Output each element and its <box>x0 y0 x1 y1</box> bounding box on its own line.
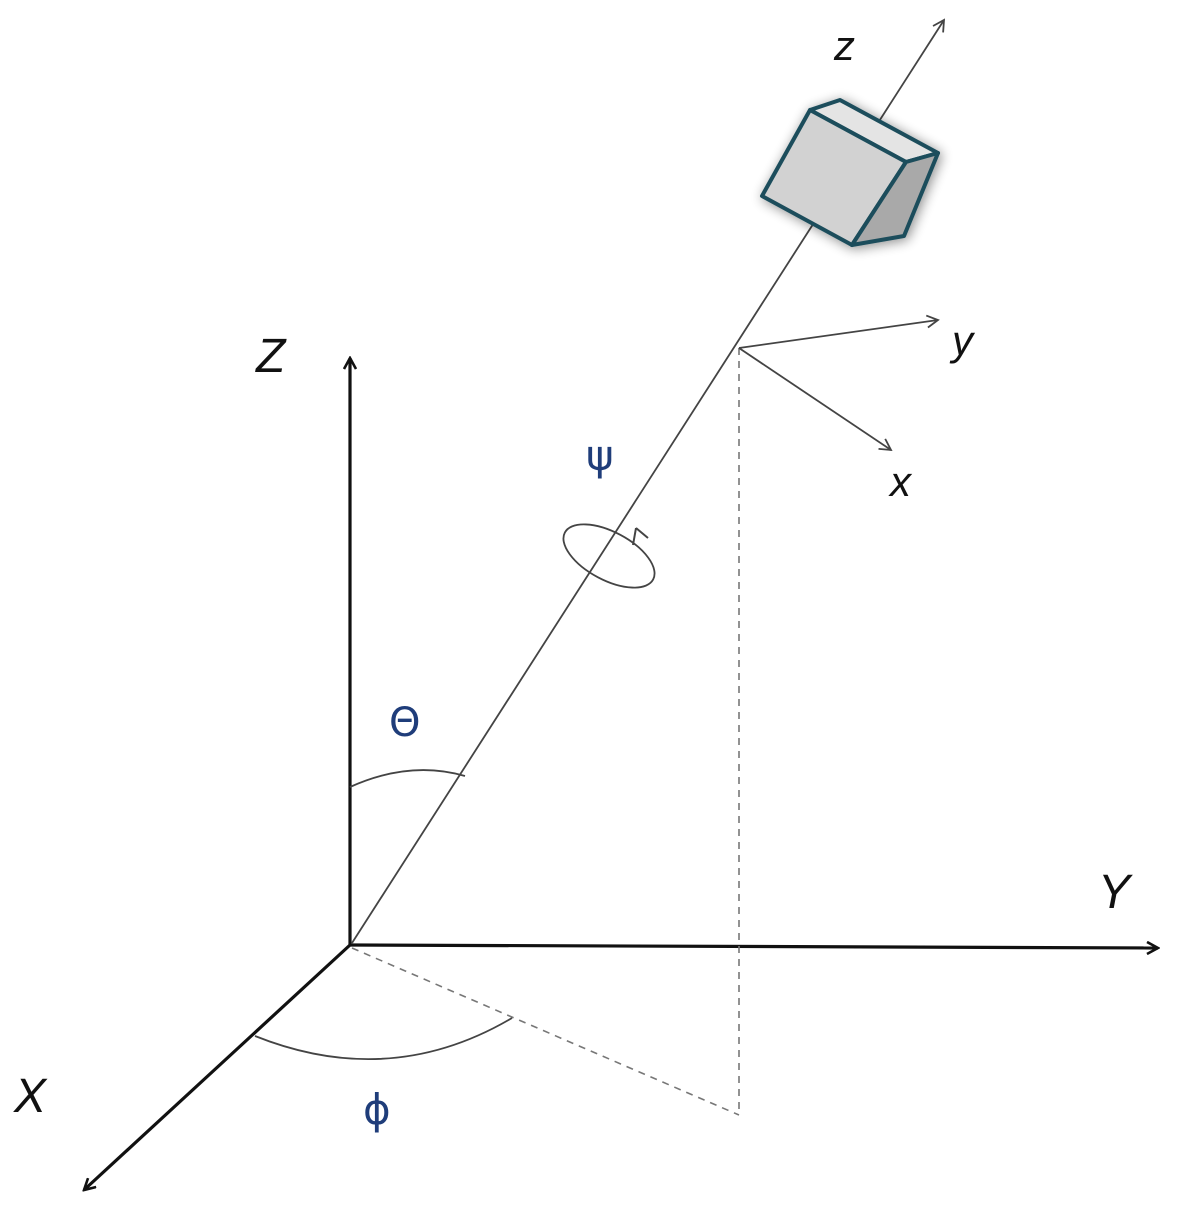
psi-label: ψ <box>586 431 614 480</box>
global-x-label: X <box>13 1070 48 1123</box>
body-z-label: z <box>833 22 855 69</box>
body-y-axis <box>738 314 940 349</box>
cube-side-face <box>850 151 940 247</box>
psi-rotation-arrowhead <box>632 527 649 546</box>
global-x-axis <box>84 943 352 1190</box>
cube-icon <box>760 98 940 247</box>
global-y-label: Y <box>1098 866 1133 919</box>
phi-arc <box>254 1017 513 1061</box>
global-y-axis <box>349 945 1158 948</box>
body-x-axis <box>738 347 893 452</box>
psi-rotation-ellipse <box>562 523 656 589</box>
theta-arc <box>349 769 466 788</box>
phi-label: ϕ <box>363 1085 391 1134</box>
global-z-label: Z <box>255 330 287 383</box>
ground-projection-line <box>351 947 740 1116</box>
body-x-label: x <box>888 458 913 505</box>
theta-label: Θ <box>389 700 420 746</box>
body-y-label: y <box>949 317 976 364</box>
